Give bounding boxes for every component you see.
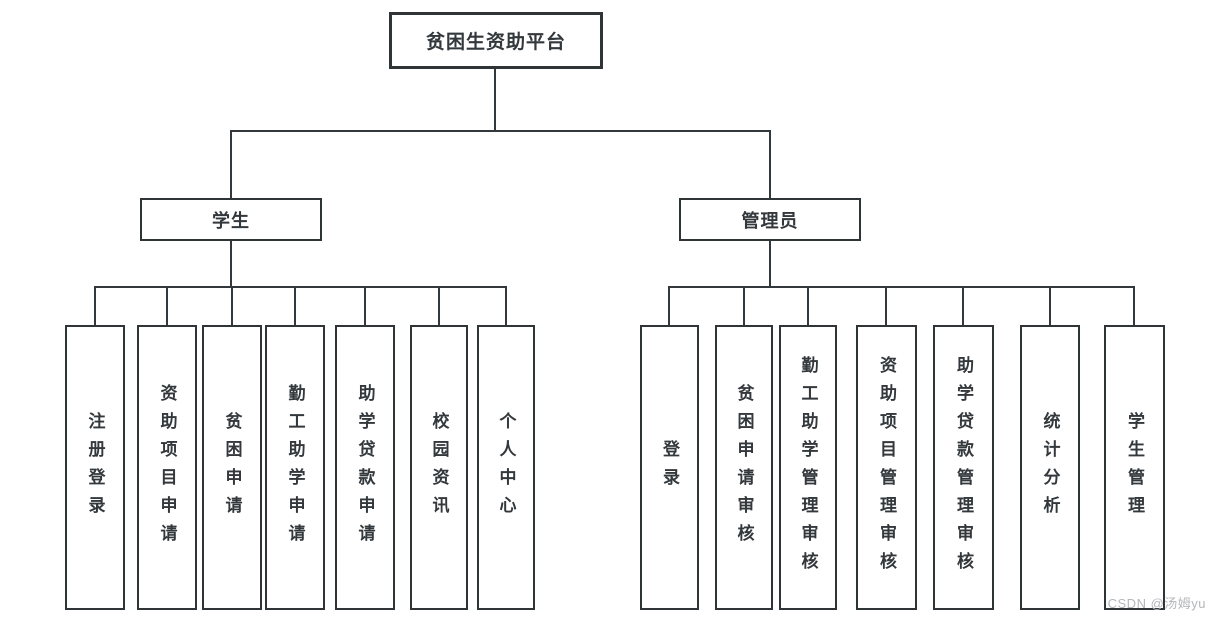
connector-admin-down: [769, 241, 771, 287]
node-admin: 管理员: [679, 198, 861, 241]
connector-admin-child4: [885, 286, 887, 325]
node-student-loan-apply: 助学贷款申请: [335, 325, 395, 610]
connector-student-child5: [364, 286, 366, 325]
connector-student-child3: [231, 286, 233, 325]
node-statistics-analysis-label: 统计分析: [1040, 411, 1060, 524]
node-poverty-apply-review: 贫困申请审核: [715, 325, 773, 610]
connector-level1-rail: [230, 130, 771, 132]
node-platform-root-label: 贫困生资助平台: [425, 32, 566, 53]
node-login-label: 登录: [660, 439, 679, 496]
node-platform-root: 贫困生资助平台: [389, 12, 603, 69]
node-student-manage: 学生管理: [1104, 325, 1165, 610]
node-student-loan-apply-label: 助学贷款申请: [355, 383, 375, 552]
node-work-study-apply: 勤工助学申请: [265, 325, 325, 610]
node-poverty-apply: 贫困申请: [202, 325, 262, 610]
node-poverty-apply-label: 贫困申请: [222, 411, 242, 524]
node-funding-project-manage-review-label: 资助项目管理审核: [877, 355, 896, 580]
connector-student-drop: [230, 130, 232, 198]
connector-student-down: [230, 241, 232, 287]
node-student: 学生: [140, 198, 322, 241]
node-statistics-analysis: 统计分析: [1020, 325, 1080, 610]
node-student-manage-label: 学生管理: [1125, 411, 1144, 524]
node-personal-center-label: 个人中心: [496, 411, 516, 524]
connector-admin-drop: [769, 130, 771, 198]
node-poverty-apply-review-label: 贫困申请审核: [734, 383, 754, 552]
node-login: 登录: [640, 325, 699, 610]
node-student-label: 学生: [212, 210, 250, 231]
connector-admin-child3: [807, 286, 809, 325]
node-work-study-manage-review-label: 勤工助学管理审核: [798, 355, 818, 580]
connector-student-child6: [438, 286, 440, 325]
node-personal-center: 个人中心: [477, 325, 535, 610]
node-funding-project-manage-review: 资助项目管理审核: [856, 325, 917, 610]
node-work-study-apply-label: 勤工助学申请: [285, 383, 305, 552]
connector-student-child7: [505, 286, 507, 325]
connector-admin-child7: [1133, 286, 1135, 325]
connector-student-child1: [94, 286, 96, 325]
connector-admin-rail: [668, 286, 1135, 288]
connector-admin-child6: [1049, 286, 1051, 325]
node-campus-news: 校园资讯: [410, 325, 468, 610]
connector-admin-child5: [962, 286, 964, 325]
node-work-study-manage-review: 勤工助学管理审核: [779, 325, 837, 610]
node-funding-project-apply-label: 资助项目申请: [157, 383, 177, 552]
node-student-loan-manage-review: 助学贷款管理审核: [933, 325, 994, 610]
csdn-watermark: CSDN @汤姆yu: [1107, 596, 1206, 611]
connector-root-drop: [494, 69, 496, 131]
node-student-loan-manage-review-label: 助学贷款管理审核: [954, 355, 973, 580]
node-register-login-label: 注册登录: [85, 411, 105, 524]
node-funding-project-apply: 资助项目申请: [137, 325, 197, 610]
connector-admin-child2: [743, 286, 745, 325]
connector-admin-child1: [668, 286, 670, 325]
connector-student-child2: [166, 286, 168, 325]
connector-student-rail: [94, 286, 507, 288]
connector-student-child4: [294, 286, 296, 325]
node-admin-label: 管理员: [741, 210, 799, 231]
node-campus-news-label: 校园资讯: [429, 411, 449, 524]
node-register-login: 注册登录: [65, 325, 125, 610]
